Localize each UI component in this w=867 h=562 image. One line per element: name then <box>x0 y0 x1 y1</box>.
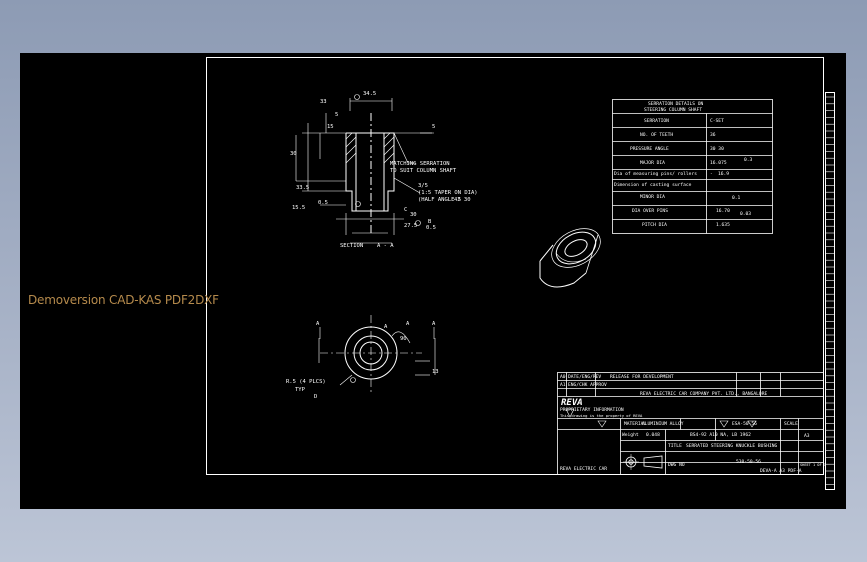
part-no: ESA-50-56 <box>732 421 757 427</box>
sheet-border <box>206 57 824 475</box>
proprietary-title: PROPRIETARY INFORMATION <box>560 407 624 413</box>
dim-left-main: 30 <box>290 151 297 157</box>
cad-drawing: 34.5 33 5 15 30 33.5 15.5 0.5 5 30 27.5 … <box>206 57 835 490</box>
sheet: SHEET 1 OF 1 <box>800 463 826 467</box>
spec-r4-sym: - <box>710 172 713 177</box>
note-typ: TYP <box>295 387 306 393</box>
spec-r1-label: NO. OF TEETH <box>640 132 673 138</box>
spec-table-text: SERRATION DETAILS ON STEERING COLUMN SHA… <box>614 101 753 228</box>
drawing-canvas[interactable]: 34.5 33 5 15 30 33.5 15.5 0.5 5 30 27.5 … <box>20 53 846 509</box>
note-3: (1:5 TAPER ON DIA) <box>418 190 478 196</box>
scale-label: SCALE <box>784 421 798 427</box>
spec-table <box>612 99 773 234</box>
spec-r4-val: 16.9 <box>718 171 729 177</box>
material-spec: BS4-92 A10 NA, LB 1962 <box>690 432 751 438</box>
dim-right-13: 13 <box>432 369 439 375</box>
dim-lower-tol: 0.5 <box>426 225 436 231</box>
spec-r2-label: PRESSURE ANGLE <box>630 146 669 152</box>
spec-r3-label: MAJOR DIA <box>640 160 665 166</box>
dim-lower-30: 30 <box>410 212 417 218</box>
note-d: D <box>314 394 317 400</box>
spec-title-1: SERRATION DETAILS ON <box>648 101 704 107</box>
weight-label: Weight <box>622 432 639 438</box>
title-value: SERRATED STEERING KNUCKLE BUSHING <box>686 443 778 449</box>
rev-a0-date: DATE/ENG/REV <box>568 374 601 380</box>
title-block-text: A0 DATE/ENG/REV RELEASE FOR DEVELOPMENT … <box>560 374 826 474</box>
dim-left-low: 33.5 <box>296 185 309 191</box>
title-block <box>557 372 824 475</box>
footer-left: REVA ELECTRIC CAR <box>560 466 607 472</box>
rev-a1: A1 <box>560 382 566 388</box>
section-view <box>295 94 434 244</box>
dim-left-2: 5 <box>335 112 338 118</box>
spec-r0-label: SERRATION <box>644 118 669 124</box>
dim-left-top: 33 <box>320 99 327 105</box>
dim-lower-b: B <box>428 219 432 225</box>
dim-right-5: 5 <box>432 124 435 130</box>
view-label-a1: A <box>316 321 320 327</box>
dwg-no: 530-50-56 <box>736 459 761 465</box>
title-label: TITLE <box>668 443 682 449</box>
section-ref: A - A <box>377 243 394 249</box>
isometric-view <box>539 228 601 288</box>
dwg-label: DWG NO <box>668 462 685 468</box>
section-title: SECTION <box>340 243 363 249</box>
material-label: MATERIAL <box>624 421 646 427</box>
dim-lower-c: C <box>404 207 407 213</box>
note-0: MATCHING SERRATION <box>390 161 450 167</box>
spec-r3-tol: 0.3 <box>744 157 753 163</box>
spec-r5-label: Dimension of casting surface <box>614 182 692 188</box>
note-2: 3/5 <box>418 183 428 189</box>
spec-r6-tol: 0.1 <box>732 195 741 201</box>
view-label-a2: A <box>432 321 436 327</box>
rev-a0-desc: RELEASE FOR DEVELOPMENT <box>610 374 674 380</box>
front-view <box>318 315 436 393</box>
rev-a1-desc: ENG/CHK APPROV <box>568 382 607 388</box>
view-label-a3: A <box>384 324 388 330</box>
note-4: (HALF ANGLE 5 <box>418 197 461 203</box>
spec-r8-label: PITCH DIA <box>642 222 667 228</box>
dim-lower-275: 27.5 <box>404 223 417 229</box>
dim-bottom-left: 15.5 <box>292 205 305 211</box>
section-view-text: 34.5 33 5 15 30 33.5 15.5 0.5 5 30 27.5 … <box>290 91 478 249</box>
zone-strip <box>825 92 835 490</box>
note-1: TO SUIT COLUMN SHAFT <box>390 168 457 174</box>
spec-r1-val: 36 <box>710 132 716 138</box>
spec-r7-label: DIA OVER PINS <box>632 208 668 214</box>
view-label-a4: A <box>406 321 410 327</box>
dim-left-3: 15 <box>327 124 334 130</box>
spec-r8-val: 1.635 <box>716 222 730 228</box>
company-logo: REVA <box>561 398 583 408</box>
weight-value: 0.048 <box>646 432 660 438</box>
spec-r2-val: 30 30 <box>710 146 724 152</box>
spec-r4-label: Dia of measuring pins/ rollers <box>614 171 697 177</box>
spec-r0-val: C-SET <box>710 118 724 124</box>
angle-label: 90 <box>400 336 407 342</box>
spec-title-2: STEERING COLUMN SHAFT <box>644 107 702 113</box>
spec-r7-tol: 0.03 <box>740 211 751 217</box>
company-name: REVA ELECTRIC CAR COMPANY PVT. LTD., BAN… <box>640 391 767 397</box>
front-view-text: A A A A 90 13 R.5 (4 PLCS) TYP D <box>286 321 439 400</box>
note-5: 42 30 <box>454 197 471 203</box>
spec-r3-val: 16.075 <box>710 160 727 166</box>
dim-d-top: 34.5 <box>363 91 376 97</box>
footer-right: DEVA-A A3 PDF-A <box>760 468 802 474</box>
demo-watermark: Demoversion CAD-KAS PDF2DXF <box>28 293 219 307</box>
dim-bottom-tol: 0.5 <box>318 200 328 206</box>
rev-a0: A0 <box>560 374 566 380</box>
material-value: ALUMINIUM ALLOY <box>642 421 684 427</box>
zone-ticks <box>826 96 834 485</box>
proprietary-note: This drawing is the property of REVA <box>560 413 643 418</box>
spec-r7-val: 16.70 <box>716 208 730 214</box>
sheet-size: A3 <box>804 433 810 439</box>
spec-r6-label: MINOR DIA <box>640 194 665 200</box>
note-r5: R.5 (4 PLCS) <box>286 379 326 385</box>
